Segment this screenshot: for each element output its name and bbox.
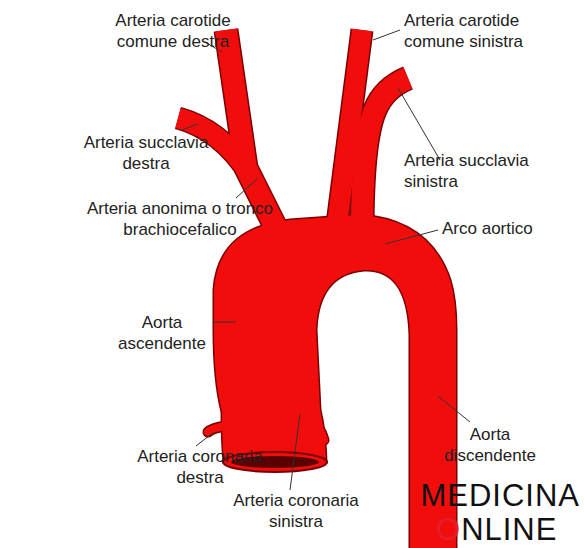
- vessel-label: Arteria succlavia sinistra: [404, 150, 554, 192]
- vessel-label: Arteria coronaria sinistra: [222, 490, 370, 532]
- aorta-outline: [214, 215, 456, 548]
- vessel-label: Aorta discendente: [438, 424, 542, 466]
- vessel-label: Arteria carotide comune sinistra: [404, 10, 544, 52]
- vessel-label: Arteria carotide comune destra: [108, 10, 238, 52]
- watermark: ONLINE: [436, 514, 557, 546]
- vessel-label: Arteria succlavia destra: [82, 132, 210, 174]
- vessel-label: Arteria anonima o tronco brachiocefalico: [80, 198, 280, 240]
- vessel-label: Arteria coronaria destra: [128, 446, 272, 488]
- aorta-body: [214, 215, 456, 548]
- vessel-label: Arco aortico: [442, 218, 572, 239]
- watermark: MEDICINA: [420, 480, 580, 512]
- leader-lines: [182, 30, 470, 490]
- vessel-label: Aorta ascendente: [112, 312, 212, 354]
